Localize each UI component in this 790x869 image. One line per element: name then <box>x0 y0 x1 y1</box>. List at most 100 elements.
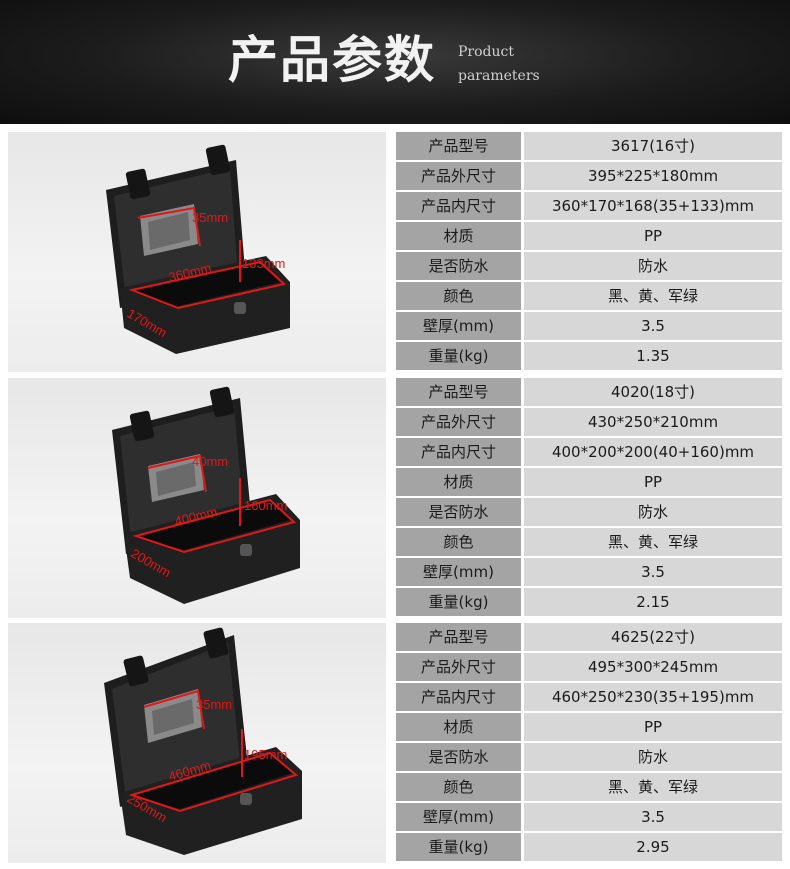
spec-value: 1.35 <box>524 342 782 370</box>
spec-label: 产品型号 <box>396 623 521 651</box>
spec-row: 材质 PP <box>396 468 782 496</box>
dim-label-1: 35mm <box>192 210 228 225</box>
spec-label: 壁厚(mm) <box>396 803 521 831</box>
spec-label: 壁厚(mm) <box>396 312 521 340</box>
spec-row: 产品外尺寸 495*300*245mm <box>396 653 782 681</box>
spec-value: 4020(18寸) <box>524 378 782 406</box>
subtitle-en-line2: parameters <box>458 68 540 84</box>
foam-block-shade <box>152 699 194 735</box>
spec-label: 产品型号 <box>396 132 521 160</box>
spec-row: 重量(kg) 1.35 <box>396 342 782 370</box>
case-illustration: 40mm 400mm 160mm 200mm <box>112 386 300 604</box>
latch-right <box>205 144 231 176</box>
spec-label: 是否防水 <box>396 743 521 771</box>
spec-value: 400*200*200(40+160)mm <box>524 438 782 466</box>
product-photo: 40mm 400mm 160mm 200mm <box>8 378 386 618</box>
spec-row: 是否防水 防水 <box>396 743 782 771</box>
spec-row: 壁厚(mm) 3.5 <box>396 312 782 340</box>
spec-row: 产品内尺寸 360*170*168(35+133)mm <box>396 192 782 220</box>
spec-label: 产品外尺寸 <box>396 653 521 681</box>
case-illustration: 35mm 360mm 133mm 170mm <box>106 144 290 354</box>
spec-value: 防水 <box>524 252 782 280</box>
spec-row: 产品内尺寸 460*250*230(35+195)mm <box>396 683 782 711</box>
dim-label-3: 160mm <box>244 498 287 513</box>
measure-line-2 <box>132 498 297 554</box>
spec-row: 壁厚(mm) 3.5 <box>396 558 782 586</box>
product-photo: 35mm 460mm 195mm 250mm <box>8 623 386 863</box>
spec-value: PP <box>524 222 782 250</box>
spec-value: 黑、黄、军绿 <box>524 282 782 310</box>
latch-left <box>123 655 149 687</box>
latch-right <box>209 386 235 418</box>
product-section-1: 35mm 360mm 133mm 170mm 产品型号 3617(16寸) 产品… <box>0 132 790 372</box>
measure-line-1 <box>137 206 201 247</box>
spec-row: 材质 PP <box>396 713 782 741</box>
product-section-2: 40mm 400mm 160mm 200mm 产品型号 4020(18寸) 产品… <box>0 378 790 618</box>
spec-row: 产品外尺寸 395*225*180mm <box>396 162 782 190</box>
spec-value: 防水 <box>524 498 782 526</box>
spec-value: 360*170*168(35+133)mm <box>524 192 782 220</box>
measure-line-2 <box>128 751 299 813</box>
spec-value: 防水 <box>524 743 782 771</box>
spec-label: 产品外尺寸 <box>396 408 521 436</box>
lock-icon <box>240 793 252 805</box>
page-subtitle-en: Product parameters <box>458 40 540 88</box>
spec-value: 黑、黄、军绿 <box>524 528 782 556</box>
spec-label: 重量(kg) <box>396 342 521 370</box>
foam-block-shade <box>148 212 190 250</box>
case-illustration: 35mm 460mm 195mm 250mm <box>104 627 302 855</box>
spec-label: 材质 <box>396 468 521 496</box>
spec-value: PP <box>524 713 782 741</box>
spec-label: 是否防水 <box>396 252 521 280</box>
foam-block-shade <box>156 462 196 496</box>
measure-line-2 <box>128 260 287 310</box>
spec-row: 产品型号 3617(16寸) <box>396 132 782 160</box>
spec-label: 产品型号 <box>396 378 521 406</box>
spec-row: 颜色 黑、黄、军绿 <box>396 282 782 310</box>
dim-label-1: 35mm <box>196 697 232 712</box>
spec-value: 3.5 <box>524 312 782 340</box>
spec-label: 产品外尺寸 <box>396 162 521 190</box>
page-title: 产品参数 <box>228 31 436 89</box>
subtitle-en-line1: Product <box>458 44 514 60</box>
spec-label: 材质 <box>396 222 521 250</box>
spec-label: 重量(kg) <box>396 588 521 616</box>
spec-value: 4625(22寸) <box>524 623 782 651</box>
spec-row: 是否防水 防水 <box>396 252 782 280</box>
spec-value: 3617(16寸) <box>524 132 782 160</box>
spec-value: 2.15 <box>524 588 782 616</box>
spec-value: 495*300*245mm <box>524 653 782 681</box>
spec-value: 3.5 <box>524 803 782 831</box>
spec-value: 2.95 <box>524 833 782 861</box>
spec-row: 重量(kg) 2.95 <box>396 833 782 861</box>
spec-label: 重量(kg) <box>396 833 521 861</box>
page-header: 产品参数 Product parameters <box>0 0 790 124</box>
latch-right <box>203 627 229 659</box>
spec-label: 颜色 <box>396 528 521 556</box>
spec-value: 460*250*230(35+195)mm <box>524 683 782 711</box>
spec-row: 壁厚(mm) 3.5 <box>396 803 782 831</box>
case-cavity <box>130 753 292 809</box>
spec-label: 颜色 <box>396 773 521 801</box>
product-section-3: 35mm 460mm 195mm 250mm 产品型号 4625(22寸) 产品… <box>0 623 790 863</box>
spec-row: 颜色 黑、黄、军绿 <box>396 773 782 801</box>
product-photo: 35mm 360mm 133mm 170mm <box>8 132 386 372</box>
spec-row: 产品型号 4625(22寸) <box>396 623 782 651</box>
spec-label: 产品内尺寸 <box>396 683 521 711</box>
spec-label: 材质 <box>396 713 521 741</box>
measure-line-1 <box>143 689 205 730</box>
measure-line-1 <box>147 454 207 493</box>
spec-label: 是否防水 <box>396 498 521 526</box>
spec-row: 重量(kg) 2.15 <box>396 588 782 616</box>
spec-label: 壁厚(mm) <box>396 558 521 586</box>
spec-value: 3.5 <box>524 558 782 586</box>
case-cavity <box>130 262 280 306</box>
lock-icon <box>240 544 252 556</box>
spec-label: 产品内尺寸 <box>396 438 521 466</box>
dim-label-3: 133mm <box>242 256 285 271</box>
latch-left <box>129 410 155 442</box>
case-cavity <box>134 500 290 550</box>
spec-value: 黑、黄、军绿 <box>524 773 782 801</box>
dim-label-1: 40mm <box>192 454 228 469</box>
lock-icon <box>234 302 246 314</box>
